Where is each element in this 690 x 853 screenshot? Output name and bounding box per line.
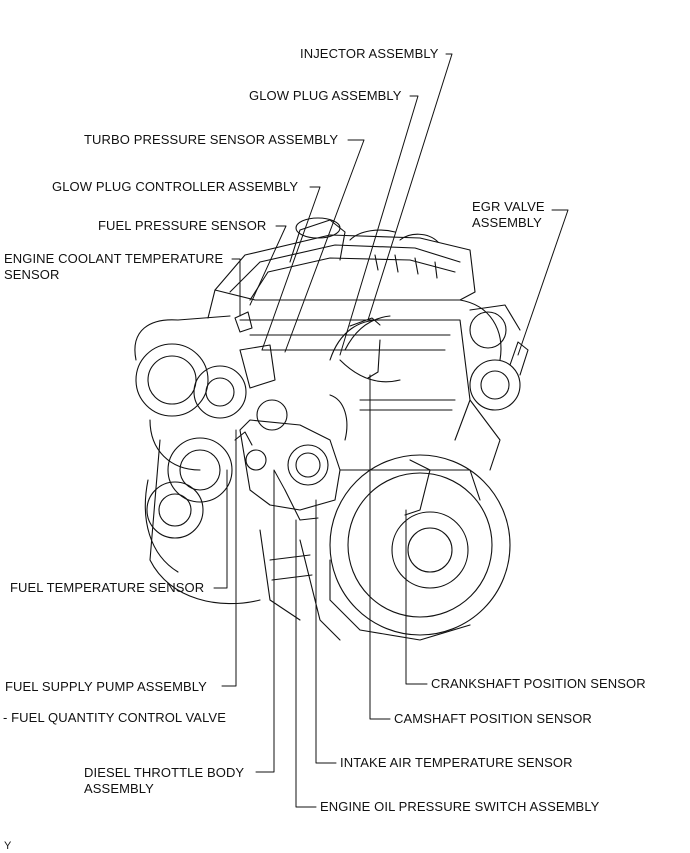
label-diesel-throttle-body-assembly: DIESEL THROTTLE BODY ASSEMBLY [84, 765, 244, 797]
label-engine-oil-pressure-switch: ENGINE OIL PRESSURE SWITCH ASSEMBLY [320, 799, 600, 814]
label-fuel-pressure-sensor: FUEL PRESSURE SENSOR [98, 218, 267, 233]
label-crankshaft-position-sensor: CRANKSHAFT POSITION SENSOR [431, 676, 646, 691]
label-line: ENGINE COOLANT TEMPERATURE [4, 251, 224, 266]
label-engine-coolant-temperature-sensor: ENGINE COOLANT TEMPERATURE SENSOR [4, 251, 223, 283]
label-injector-assembly: INJECTOR ASSEMBLY [300, 46, 439, 61]
label-intake-air-temperature-sensor: INTAKE AIR TEMPERATURE SENSOR [340, 755, 573, 770]
label-camshaft-position-sensor: CAMSHAFT POSITION SENSOR [394, 711, 592, 726]
label-line: EGR VALVE [472, 199, 545, 214]
label-egr-valve-assembly: EGR VALVE ASSEMBLY [472, 199, 545, 231]
label-line: DIESEL THROTTLE BODY [84, 765, 245, 780]
leader-lines [213, 53, 569, 808]
label-glow-plug-controller: GLOW PLUG CONTROLLER ASSEMBLY [52, 179, 299, 194]
label-line: SENSOR [4, 267, 60, 282]
label-line: ASSEMBLY [84, 781, 154, 796]
label-line: ASSEMBLY [472, 215, 542, 230]
engine-drawing [134, 217, 529, 641]
label-fuel-supply-pump-assembly: FUEL SUPPLY PUMP ASSEMBLY [5, 679, 207, 694]
label-turbo-pressure-sensor: TURBO PRESSURE SENSOR ASSEMBLY [84, 132, 339, 147]
corner-mark: Y [4, 840, 12, 852]
label-fuel-temperature-sensor: FUEL TEMPERATURE SENSOR [10, 580, 205, 595]
label-glow-plug-assembly: GLOW PLUG ASSEMBLY [249, 88, 402, 103]
label-fuel-quantity-control-valve: - FUEL QUANTITY CONTROL VALVE [3, 710, 226, 725]
